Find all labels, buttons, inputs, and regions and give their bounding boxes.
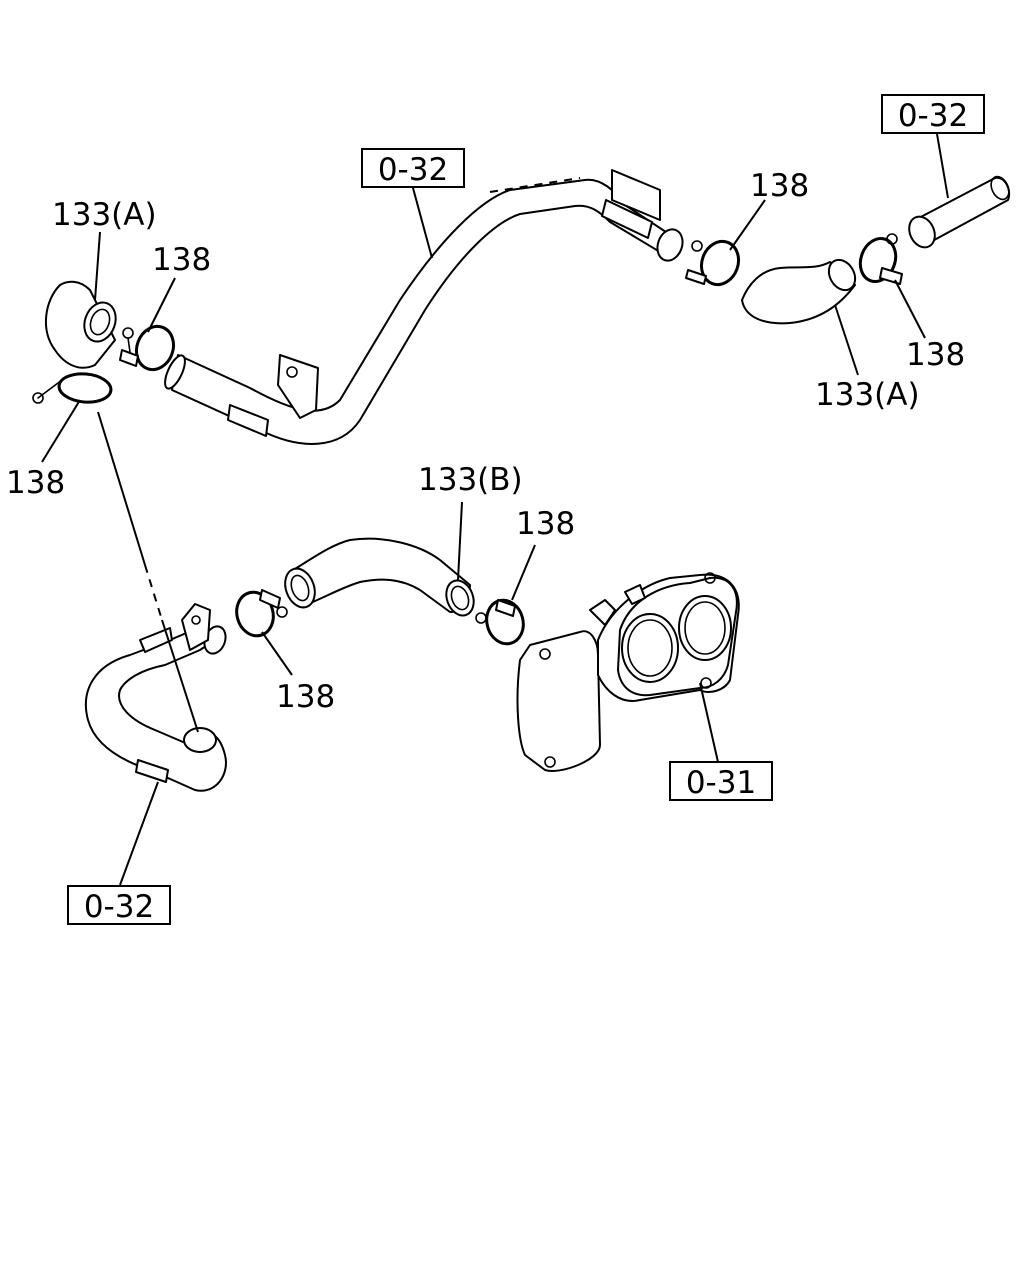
hose-133a-right xyxy=(741,258,857,325)
clamp-138-mid xyxy=(235,589,288,638)
label-hose-133a-right: 133(A) xyxy=(815,377,920,413)
ref-box-bottom-left: 0-32 xyxy=(67,885,171,925)
label-clamp-138-mid-right: 138 xyxy=(516,506,575,542)
upper-right-pipe xyxy=(908,175,1011,249)
clamp-138-right xyxy=(858,233,903,285)
label-clamp-138-mid: 138 xyxy=(276,679,335,715)
hose-133a-left xyxy=(44,280,117,369)
label-hose-133b: 133(B) xyxy=(418,462,523,498)
label-clamp-138-upper-left: 138 xyxy=(152,242,211,278)
hose-133b xyxy=(284,537,475,617)
ref-box-housing: 0-31 xyxy=(669,761,773,801)
label-clamp-138-lower-left: 138 xyxy=(6,465,65,501)
clamp-138-upper-left xyxy=(119,324,176,372)
label-clamp-138-top-mid: 138 xyxy=(750,168,809,204)
clamp-138-lower-left xyxy=(32,372,113,404)
ref-box-top-right: 0-32 xyxy=(881,94,985,134)
ref-label-top-right: 0-32 xyxy=(898,98,968,134)
ref-label-housing: 0-31 xyxy=(686,765,756,801)
ref-label-bottom-left: 0-32 xyxy=(84,889,154,925)
ref-box-top-mid: 0-32 xyxy=(361,148,465,188)
leader-lines xyxy=(41,133,949,886)
upper-coolant-pipe xyxy=(164,169,684,445)
label-hose-133a-left: 133(A) xyxy=(52,197,157,233)
clamp-138-mid-right xyxy=(475,598,525,646)
label-clamp-138-right: 138 xyxy=(906,337,965,373)
thermostat-housing xyxy=(516,572,740,772)
clamp-138-top-mid xyxy=(685,239,741,287)
ref-label-top-mid: 0-32 xyxy=(378,152,448,188)
lower-coolant-pipe xyxy=(84,603,227,792)
